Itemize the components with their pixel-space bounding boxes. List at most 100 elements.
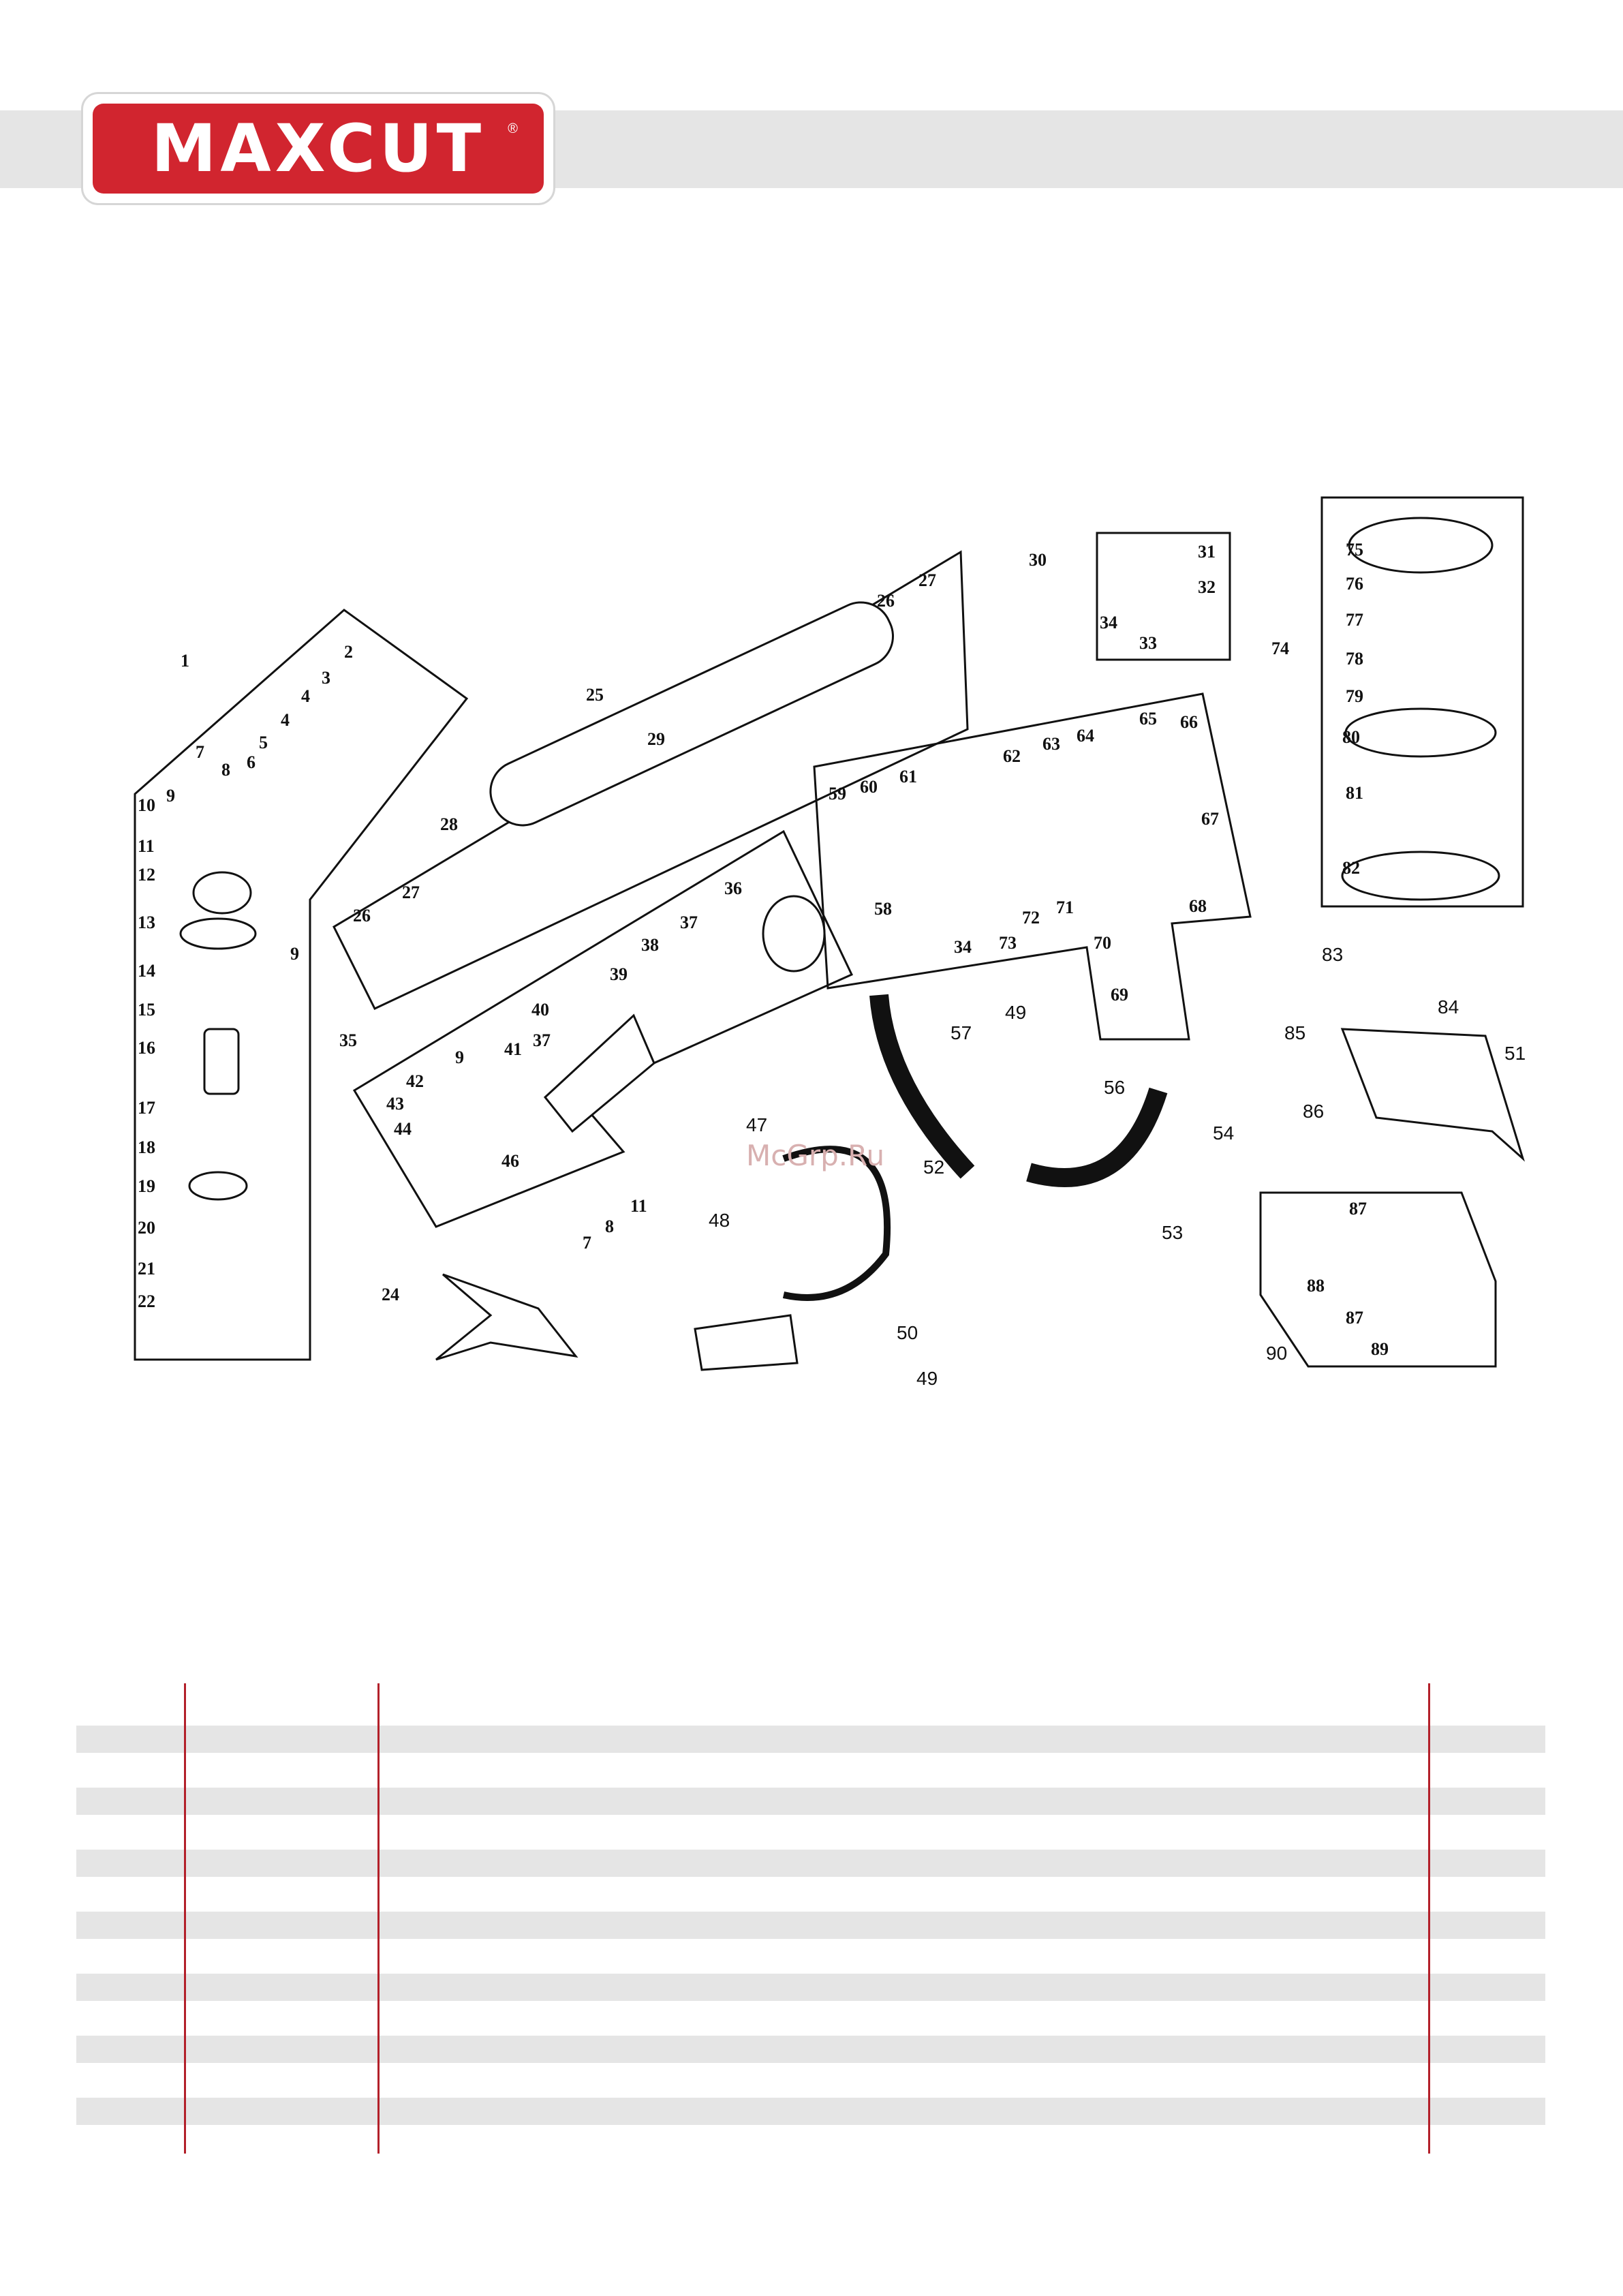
trimmer-head-body [1344,707,1497,758]
table-column-divider [377,1683,380,2154]
table-row [76,2036,1545,2063]
part-callout: 82 [1342,858,1360,878]
part-callout: 26 [353,906,371,925]
part-callout: 47 [746,1114,767,1135]
part-callout: 90 [1266,1343,1287,1364]
part-callout: 73 [999,933,1017,953]
part-callout: 43 [386,1094,404,1114]
part-callout: 24 [382,1285,399,1304]
part-callout: 40 [531,1000,549,1020]
part-callout: 5 [259,733,268,752]
maxcut-logo: MAXCUT ® [83,94,553,203]
part-callout: 70 [1094,933,1111,953]
part-callout: 53 [1162,1222,1183,1243]
part-callout: 89 [1371,1339,1389,1359]
part-callout: 31 [1198,542,1216,562]
part-callout: 4 [301,686,310,706]
gear-flange [179,917,257,950]
part-callout: 50 [897,1322,918,1343]
registered-mark: ® [508,121,518,136]
part-callout: 7 [196,742,204,762]
part-callout: 13 [138,913,155,932]
part-callout: 85 [1284,1022,1305,1043]
trimmer-head-group-outline [1320,496,1524,908]
clamp-group-outline [1096,532,1231,661]
part-callout: 32 [1198,577,1216,597]
part-callout: 37 [533,1030,551,1050]
part-callout: 15 [138,1000,155,1020]
part-callout: 39 [610,964,628,984]
part-callout: 26 [877,591,895,611]
part-callout: 42 [406,1071,424,1091]
part-callout: 41 [504,1039,522,1059]
part-callout: 48 [709,1210,730,1231]
part-callout: 8 [605,1216,614,1236]
part-callout: 83 [1322,944,1343,965]
part-callout: 17 [138,1098,155,1118]
part-callout: 30 [1029,550,1047,570]
part-callout: 79 [1346,686,1363,706]
part-callout: 10 [138,795,155,815]
handle-group-outline [813,692,1252,1041]
part-callout: 11 [630,1196,647,1216]
part-callout: 16 [138,1038,155,1058]
part-callout: 56 [1104,1077,1125,1098]
table-column-divider [1428,1683,1430,2154]
part-callout: 9 [455,1047,464,1067]
part-callout: 27 [402,883,420,902]
part-callout: 84 [1438,996,1459,1017]
part-callout: 29 [647,729,665,749]
part-callout: 7 [583,1233,591,1253]
part-callout: 57 [950,1022,972,1043]
part-callout: 35 [339,1030,357,1050]
part-callout: 27 [918,570,936,590]
table-row [76,1726,1545,1753]
part-callout: 87 [1349,1199,1367,1219]
clutch-housing [543,1013,655,1133]
part-callout: 11 [138,836,155,856]
part-callout: 38 [641,935,659,955]
part-callout: 1 [181,651,189,671]
part-callout: 54 [1213,1122,1234,1144]
part-callout: 25 [586,685,604,705]
part-callout: 60 [860,777,878,797]
part-callout: 75 [1346,540,1363,560]
part-callout: 77 [1346,610,1363,630]
part-callout: 22 [138,1291,155,1311]
shoulder-strap [782,1146,891,1301]
part-callout: 14 [138,961,155,981]
part-callout: 65 [1139,709,1157,729]
part-callout: 34 [954,937,972,957]
handlebar-right [1026,1087,1168,1187]
exploded-parts-diagram: 1 2 3 4 4 5 6 7 8 9 10 11 12 13 9 14 15 … [134,496,1526,1389]
three-tooth-blade [435,1273,578,1361]
part-callout: 19 [138,1176,155,1196]
drive-shaft-tube [489,601,895,827]
part-callout: 61 [899,767,917,786]
part-callout: 9 [290,944,299,964]
part-callout: 68 [1189,896,1207,916]
part-callout: 80 [1342,727,1360,747]
watermark: McGrp.Ru [746,1139,884,1172]
table-row [76,1974,1545,2001]
part-callout: 12 [138,865,155,885]
part-callout: 51 [1504,1043,1526,1064]
part-callout: 49 [916,1368,938,1389]
part-callout: 18 [138,1137,155,1157]
part-callout: 74 [1271,639,1289,658]
table-row [76,1912,1545,1939]
guard-extension-outline [1259,1191,1497,1368]
part-callout: 9 [166,786,175,806]
part-callout: 86 [1303,1101,1324,1122]
part-callout: 3 [322,668,330,688]
part-callout: 78 [1346,649,1363,669]
part-callout: 49 [1005,1002,1026,1023]
part-callout: 66 [1180,712,1198,732]
gearhead-group-outline [134,609,469,1361]
table-row [76,2098,1545,2125]
table-column-divider [184,1683,186,2154]
logo-badge: MAXCUT ® [93,104,544,194]
part-callout: 37 [680,913,698,932]
part-callout: 62 [1003,746,1021,766]
part-callout: 67 [1201,809,1219,829]
